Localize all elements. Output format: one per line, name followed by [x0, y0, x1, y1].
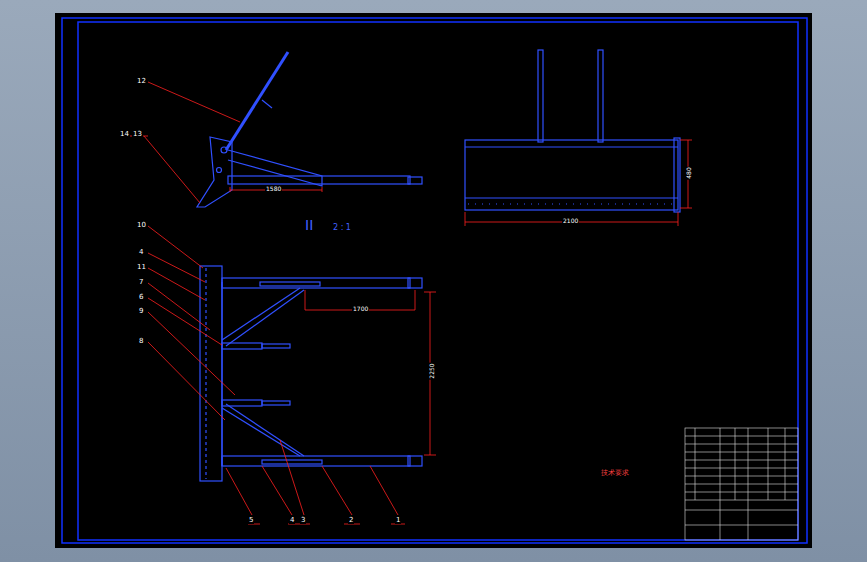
dimension-text: 2250 [429, 362, 435, 379]
dimension-text: 480 [686, 166, 692, 179]
side-view [197, 52, 422, 207]
callout-number: 11 [136, 264, 147, 271]
dimension-text: 2100 [562, 218, 579, 224]
view-label: 2 : 1 [332, 224, 352, 232]
callout-number: 14 [119, 131, 130, 138]
callout-number: 10 [136, 222, 147, 229]
end-view [465, 50, 680, 212]
callout-number: 12 [136, 78, 147, 85]
view-label: II [304, 218, 314, 232]
sheet [55, 13, 812, 548]
plan-view [200, 266, 422, 481]
plan-dims [148, 226, 436, 524]
sheet-border [62, 18, 807, 543]
title-block [685, 428, 798, 540]
callout-number: 9 [138, 308, 144, 315]
callout-number: 7 [138, 279, 144, 286]
dimension-text: 1700 [352, 306, 369, 312]
callout-number: 3 [300, 517, 306, 524]
callout-number: 5 [248, 517, 254, 524]
callout-number: 4 [289, 517, 295, 524]
callout-number: 6 [138, 294, 144, 301]
notes-heading: 技术要求 [600, 470, 630, 477]
end-dims [465, 140, 692, 226]
callout-number: 2 [348, 517, 354, 524]
drawing-frame [78, 22, 798, 540]
callout-number: 4 [138, 249, 144, 256]
callout-number: 13 [132, 131, 143, 138]
callout-number: 8 [138, 338, 144, 345]
side-dims [128, 82, 322, 203]
dimension-text: 1580 [265, 186, 282, 192]
callout-number: 1 [395, 517, 401, 524]
